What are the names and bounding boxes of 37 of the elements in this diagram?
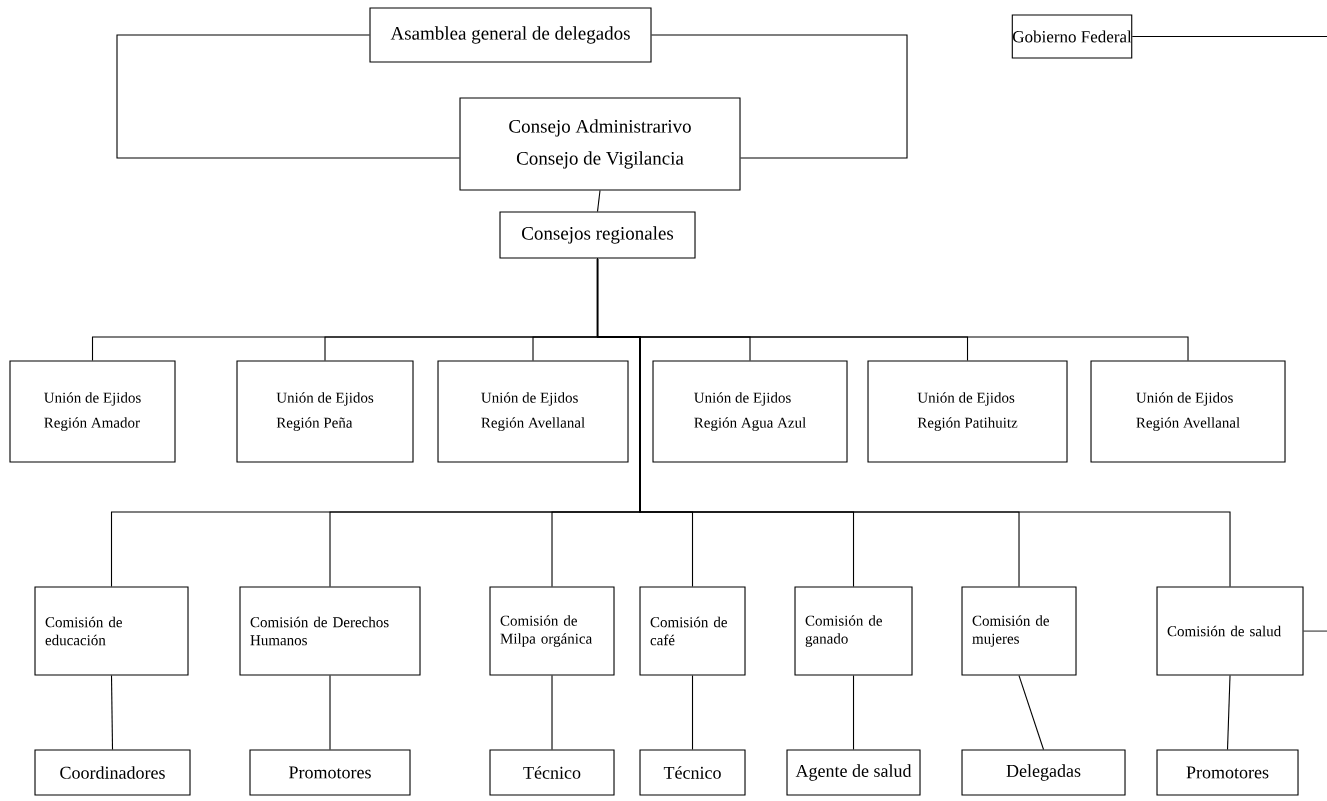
commission-box: Comisión de ganado: [794, 586, 913, 676]
connector-line: [1303, 630, 1327, 632]
union-box: Unión de Ejidos Región Agua Azul: [652, 360, 848, 463]
org-box: Asamblea general de delegados: [369, 7, 652, 63]
union-box: Unión de Ejidos Región Amador: [9, 360, 176, 463]
union-box: Unión de Ejidos Región Avellanal: [437, 360, 629, 463]
org-box: Consejo Administrarivo Consejo de Vigilancia: [459, 97, 741, 191]
org-box: Delegadas: [961, 749, 1126, 796]
union-box: Unión de Ejidos Región Avellanal: [1090, 360, 1286, 463]
connector-line: [852, 675, 855, 750]
connector-line: [110, 675, 114, 750]
org-box: Promotores: [249, 749, 411, 796]
org-box: Técnico: [639, 749, 746, 796]
connector-line: [1018, 675, 1045, 750]
commission-box: Comisión de Derechos Humanos: [239, 586, 421, 676]
union-box: Unión de Ejidos Región Patihuitz: [867, 360, 1068, 463]
connector-line: [551, 675, 553, 750]
connector-line: [691, 675, 694, 750]
org-box: Técnico: [489, 749, 615, 796]
connector-line: [596, 258, 1231, 587]
commission-box: Comisión de mujeres: [961, 586, 1077, 676]
commission-box: Comisión de café: [639, 586, 746, 676]
org-box: Promotores: [1156, 749, 1299, 796]
union-box: Unión de Ejidos Región Peña: [236, 360, 414, 463]
commission-box: Comisión de educación: [34, 586, 189, 676]
connector-line: [1131, 35, 1327, 38]
connector-line: [116, 34, 460, 159]
commission-box: Comisión de Milpa orgánica: [489, 586, 615, 676]
org-box: Consejos regionales: [499, 211, 696, 259]
connector-line: [329, 675, 331, 750]
commission-box: Comisión de salud: [1156, 586, 1304, 676]
org-box: Agente de salud: [786, 749, 921, 796]
connector-line: [1226, 675, 1231, 750]
org-box: Gobierno Federal: [1011, 14, 1133, 59]
connector-line: [596, 190, 601, 212]
connector-line: [651, 34, 908, 159]
org-box: Coordinadores: [34, 749, 191, 796]
